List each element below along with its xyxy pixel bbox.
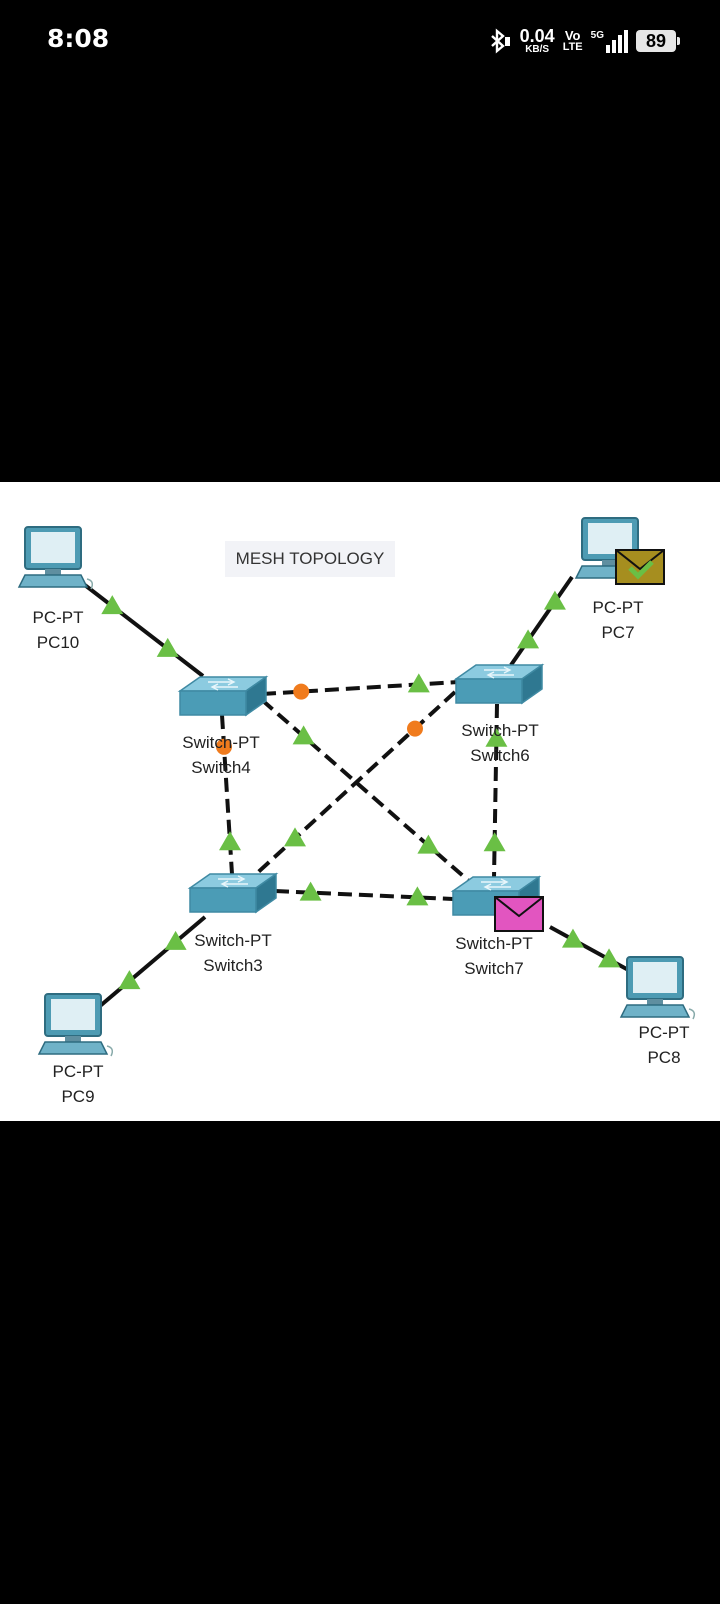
link-light-up-pc7-switch6-1 (517, 629, 540, 649)
device-name: PC7 (601, 623, 635, 642)
device-model: Switch-PT (455, 934, 533, 953)
volte-top: Vo (564, 28, 581, 43)
link-light-blocking-switch4-switch3-0 (216, 738, 232, 755)
link-light-up-pc9-switch3-1 (164, 930, 187, 950)
link-light-up-switch6-switch3-1 (284, 827, 306, 847)
device-name: Switch6 (470, 746, 530, 765)
link-light-up-switch4-switch7-0 (292, 725, 315, 745)
pdu-envelope-pc7[interactable] (615, 549, 665, 585)
link-light-blocking-switch4-switch6-0 (293, 683, 310, 700)
link-pc7-switch6[interactable] (509, 575, 574, 667)
link-light-up-pc9-switch3-0 (118, 970, 141, 990)
link-switch4-switch7[interactable] (260, 698, 472, 884)
topology-svg (17, 517, 696, 1057)
volte-bottom: LTE (562, 41, 583, 53)
device-model: PC-PT (592, 598, 644, 617)
link-light-up-switch6-switch7-0 (485, 727, 508, 747)
link-light-blocking-switch6-switch3-0 (407, 720, 423, 737)
device-label-pc10: PC-PT PC10 (0, 605, 118, 655)
device-model: PC-PT (32, 608, 84, 627)
network-type: 5G (590, 29, 604, 41)
device-label-pc7: PC-PT PC7 (558, 595, 678, 645)
status-bar: 8:08 0.04 KB/S Vo LTE 5G 89 (0, 0, 720, 84)
device-name: PC9 (61, 1087, 95, 1106)
device-label-pc9: PC-PT PC9 (18, 1059, 138, 1109)
volte-indicator: Vo LTE (563, 29, 583, 53)
link-light-up-switch4-switch7-1 (417, 834, 440, 854)
bluetooth-icon (490, 28, 510, 54)
device-name: Switch4 (191, 758, 251, 777)
device-name: PC10 (36, 633, 80, 652)
link-light-up-pc10-switch4-1 (156, 637, 179, 657)
net-speed-value: 0.04 (519, 26, 555, 46)
link-light-up-pc8-switch7-1 (561, 928, 584, 948)
link-light-up-pc8-switch7-0 (598, 948, 621, 968)
pc-icon-pc9[interactable] (37, 993, 114, 1057)
switch-icon-switch4[interactable] (177, 675, 269, 717)
device-model: Switch-PT (461, 721, 539, 740)
link-light-up-switch6-switch7-1 (483, 832, 506, 852)
device-label-switch7: Switch-PT Switch7 (434, 931, 554, 981)
status-icons: 0.04 KB/S Vo LTE 5G 89 (486, 26, 680, 56)
switch-icon-switch3[interactable] (187, 872, 279, 914)
battery-icon: 89 (636, 30, 680, 52)
device-label-pc8: PC-PT PC8 (604, 1020, 720, 1070)
signal-icon: 5G (590, 29, 628, 53)
switch-icon-switch6[interactable] (453, 663, 545, 705)
link-switch6-switch3[interactable] (253, 690, 457, 877)
battery-level: 89 (645, 31, 667, 51)
pc-icon-pc10[interactable] (17, 526, 94, 590)
link-pc8-switch7[interactable] (549, 925, 633, 974)
device-model: PC-PT (52, 1062, 104, 1081)
device-model: Switch-PT (194, 931, 272, 950)
device-name: Switch7 (464, 959, 524, 978)
device-name: PC8 (647, 1048, 681, 1067)
device-label-switch3: Switch-PT Switch3 (173, 928, 293, 978)
link-pc10-switch4[interactable] (75, 577, 205, 678)
link-light-up-switch3-switch7-0 (299, 881, 322, 901)
link-light-up-pc10-switch4-0 (101, 595, 124, 615)
link-light-up-switch3-switch7-1 (406, 886, 429, 906)
status-time: 8:08 (47, 24, 110, 53)
link-pc9-switch3[interactable] (98, 915, 207, 1008)
link-light-up-switch4-switch6-1 (407, 673, 430, 693)
device-label-switch4: Switch-PT Switch4 (161, 730, 281, 780)
link-light-up-switch4-switch3-1 (219, 831, 241, 851)
device-label-switch6: Switch-PT Switch6 (440, 718, 560, 768)
link-light-up-pc7-switch6-0 (543, 590, 566, 610)
device-name: Switch3 (203, 956, 263, 975)
device-model: PC-PT (638, 1023, 690, 1042)
pdu-envelope-switch7[interactable] (494, 896, 544, 932)
net-speed-unit: KB/S (525, 44, 550, 55)
diagram-title: MESH TOPOLOGY (225, 541, 395, 577)
device-model: Switch-PT (182, 733, 260, 752)
pc-icon-pc8[interactable] (619, 956, 696, 1020)
net-speed: 0.04 KB/S (520, 27, 555, 55)
